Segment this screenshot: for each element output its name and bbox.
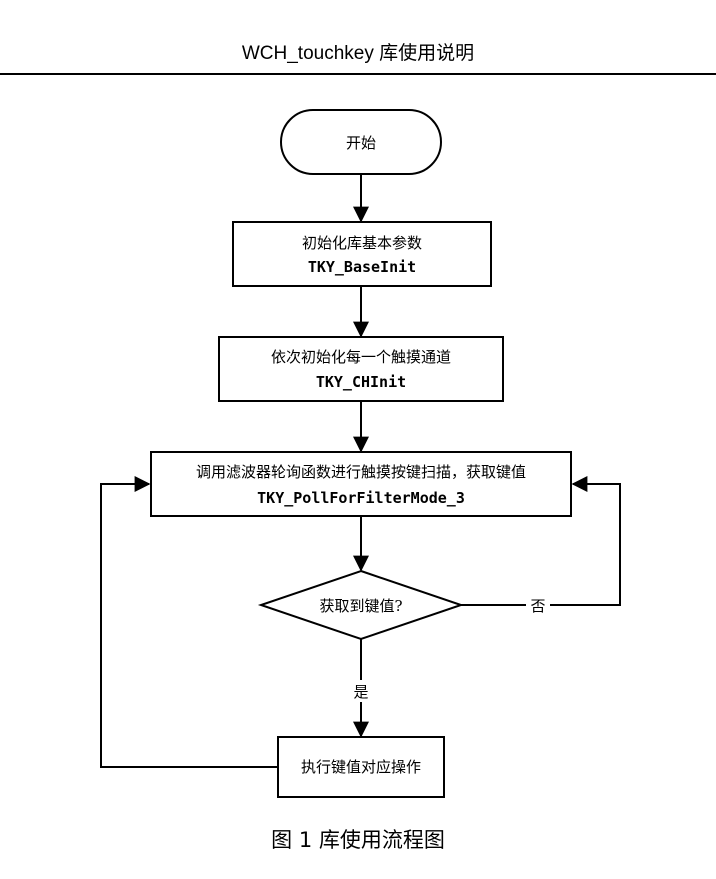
connector-loop-back <box>100 476 278 768</box>
page-header-title: WCH_touchkey 库使用说明 <box>241 43 475 64</box>
step-poll-filter-label: 调用滤波器轮询函数进行触摸按键扫描，获取键值 <box>196 463 526 481</box>
yes-label: 是 <box>353 683 368 701</box>
step-poll-filter-code: TKY_PollForFilterMode_3 <box>257 489 465 507</box>
yes-label-bg <box>349 680 373 702</box>
step-init-channels-code: TKY_CHInit <box>316 373 406 391</box>
no-label: 否 <box>530 597 545 615</box>
step-poll-filter <box>150 451 572 517</box>
step-init-params-label: 初始化库基本参数 <box>302 234 422 252</box>
step-init-params-code: TKY_BaseInit <box>308 258 416 276</box>
step-execute-action-label: 执行键值对应操作 <box>301 758 421 776</box>
decision-got-key-label: 获取到键值? <box>319 597 402 615</box>
step-init-channels-label: 依次初始化每一个触摸通道 <box>271 348 451 366</box>
no-label-bg <box>526 595 550 615</box>
step-init-channels <box>218 336 504 402</box>
figure-caption: 图 1 库使用流程图 <box>271 828 445 852</box>
step-init-params <box>232 221 492 287</box>
header-rule <box>0 73 716 75</box>
start-label: 开始 <box>346 134 376 152</box>
